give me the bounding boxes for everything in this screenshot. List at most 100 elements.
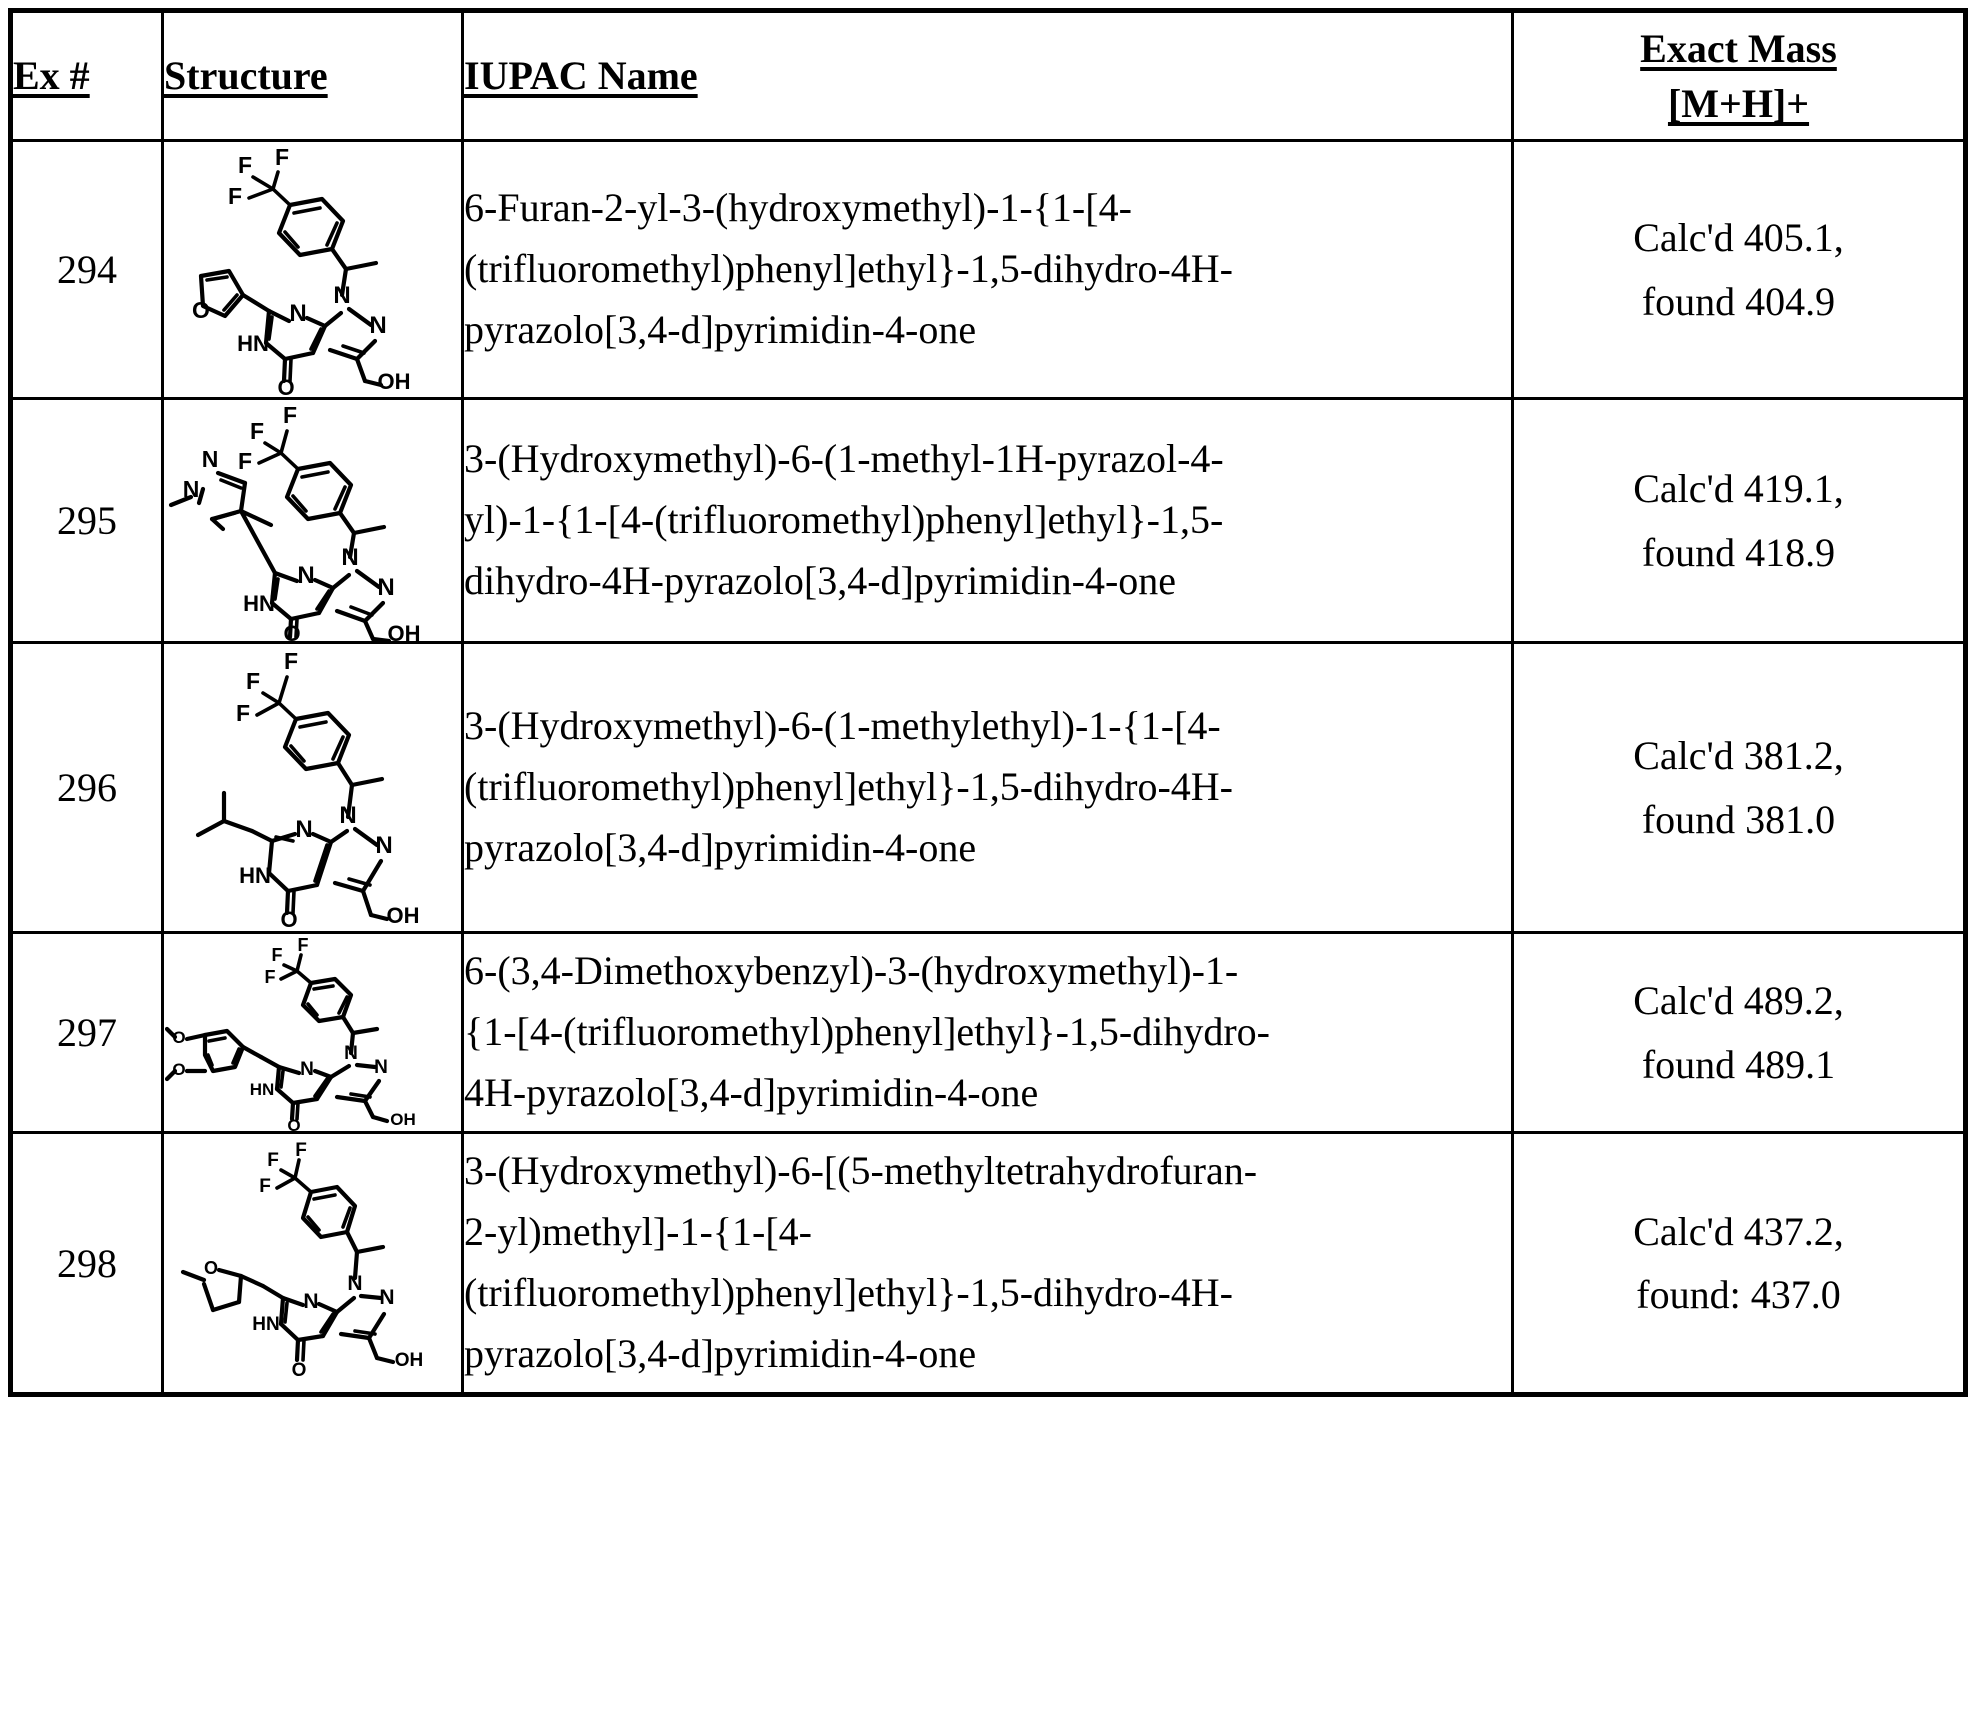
mass-found: found: 437.0 — [1636, 1272, 1841, 1317]
column-header-ex-label: Ex # — [13, 53, 90, 99]
atom-label-n: N — [369, 312, 386, 339]
iupac-name-cell: 3-(Hydroxymethyl)-6-[(5-methyltetrahydro… — [461, 1131, 1514, 1396]
atom-label-f: F — [237, 448, 251, 474]
atom-label-f: F — [297, 935, 308, 955]
mass-found: found 404.9 — [1641, 278, 1836, 324]
chemical-structure-297: F F F — [165, 935, 416, 1131]
exact-mass-cell: Calc'd 419.1, found 418.9 — [1511, 397, 1967, 644]
chemical-structure-295: F F F — [168, 402, 420, 641]
atom-label-oh: OH — [390, 1110, 416, 1129]
iupac-line: (trifluoromethyl)phenyl]ethyl}-1,5-dihyd… — [464, 764, 1234, 810]
iupac-name-cell: 3-(Hydroxymethyl)-6-(1-methylethyl)-1-{1… — [461, 641, 1514, 934]
atom-label-f: F — [245, 668, 259, 694]
atom-label-hn: HN — [243, 591, 275, 616]
table-row: 296 F F F — [9, 641, 1967, 934]
table-row: 295 F F F — [9, 397, 1967, 644]
atom-label-n: N — [341, 544, 358, 571]
examples-table: Ex # Structure IUPAC Name Exact Mass [M+… — [8, 8, 1968, 1397]
iupac-line: 2-yl)methyl]-1-{1-[4- — [464, 1209, 812, 1255]
iupac-line: yl)-1-{1-[4-(trifluoromethyl)phenyl]ethy… — [464, 497, 1224, 543]
column-header-iupac-label: IUPAC Name — [464, 53, 698, 99]
table-header: Ex # Structure IUPAC Name Exact Mass [M+… — [9, 9, 1967, 142]
iupac-line: pyrazolo[3,4-d]pyrimidin-4-one — [464, 1330, 977, 1376]
atom-label-o: O — [203, 1258, 217, 1278]
exact-mass-cell: Calc'd 437.2, found: 437.0 — [1511, 1131, 1967, 1396]
example-number-cell: 297 — [9, 931, 164, 1134]
atom-label-f: F — [271, 945, 282, 965]
atom-label-f: F — [295, 1140, 307, 1161]
atom-label-n: N — [289, 300, 306, 327]
atom-label-f: F — [259, 1176, 271, 1197]
atom-label-f: F — [235, 700, 249, 726]
chemical-structure-296: F F F — [195, 648, 419, 930]
exact-mass-cell: Calc'd 489.2, found 489.1 — [1511, 931, 1967, 1134]
iupac-line: 3-(Hydroxymethyl)-6-(1-methylethyl)-1-{1… — [464, 703, 1221, 749]
iupac-line: 6-(3,4-Dimethoxybenzyl)-3-(hydroxymethyl… — [464, 948, 1239, 994]
atom-label-oh: OH — [386, 903, 419, 928]
atom-label-n: N — [379, 1286, 394, 1309]
mass-calculated: Calc'd 489.2, — [1633, 978, 1844, 1024]
header-row: Ex # Structure IUPAC Name Exact Mass [M+… — [9, 9, 1967, 142]
atom-label-f: F — [237, 152, 251, 178]
structure-cell: F F F — [161, 931, 464, 1134]
iupac-line: {1-[4-(trifluoromethyl)phenyl]ethyl}-1,5… — [464, 1009, 1270, 1055]
atom-label-n: N — [300, 1059, 314, 1080]
structure-cell: F F F — [161, 1131, 464, 1396]
iupac-line: (trifluoromethyl)phenyl]ethyl}-1,5-dihyd… — [464, 246, 1234, 292]
chemical-structure-294: F F F — [192, 144, 410, 396]
atom-label-oh: OH — [387, 621, 420, 641]
atom-label-hn: HN — [249, 1080, 274, 1099]
mass-calculated: Calc'd 419.1, — [1633, 466, 1844, 512]
atom-label-o: O — [283, 621, 300, 641]
atom-label-f: F — [282, 402, 296, 428]
atom-label-n: N — [182, 476, 199, 502]
column-header-structure-label: Structure — [164, 53, 328, 99]
atom-label-n: N — [201, 446, 218, 472]
atom-label-n: N — [295, 816, 312, 843]
table-row: 294 F F F — [9, 139, 1967, 400]
iupac-line: pyrazolo[3,4-d]pyrimidin-4-one — [464, 824, 977, 870]
structure-cell: F F F — [161, 397, 464, 644]
atom-label-f: F — [274, 144, 288, 170]
structure-cell: F F F — [161, 641, 464, 934]
mass-calculated: Calc'd 405.1, — [1633, 215, 1844, 261]
atom-label-hn: HN — [239, 863, 271, 888]
exact-mass-cell: Calc'd 381.2, found 381.0 — [1511, 641, 1967, 934]
mass-found: found 418.9 — [1641, 529, 1836, 575]
atom-label-f: F — [283, 648, 297, 674]
column-header-ex: Ex # — [9, 9, 164, 142]
iupac-line: pyrazolo[3,4-d]pyrimidin-4-one — [464, 306, 977, 352]
exact-mass-cell: Calc'd 405.1, found 404.9 — [1511, 139, 1967, 400]
iupac-name-cell: 3-(Hydroxymethyl)-6-(1-methyl-1H-pyrazol… — [461, 397, 1514, 644]
atom-label-o: O — [172, 1028, 185, 1047]
iupac-name-cell: 6-Furan-2-yl-3-(hydroxymethyl)-1-{1-[4- … — [461, 139, 1514, 400]
iupac-name-cell: 6-(3,4-Dimethoxybenzyl)-3-(hydroxymethyl… — [461, 931, 1514, 1134]
iupac-line: 3-(Hydroxymethyl)-6-[(5-methyltetrahydro… — [464, 1148, 1258, 1194]
atom-label-f: F — [249, 418, 263, 444]
atom-label-n: N — [375, 832, 392, 859]
atom-label-hn: HN — [237, 331, 269, 356]
mass-calculated: Calc'd 437.2, — [1633, 1208, 1844, 1254]
atom-label-f: F — [267, 1150, 279, 1171]
column-header-structure: Structure — [161, 9, 464, 142]
atom-label-f: F — [227, 183, 241, 209]
atom-label-oh: OH — [394, 1350, 423, 1371]
column-header-adduct-label: [M+H]+ — [1667, 81, 1810, 126]
column-header-exact-mass: Exact Mass [M+H]+ — [1511, 9, 1967, 142]
atom-label-o: O — [287, 1116, 300, 1131]
patent-table-page: Ex # Structure IUPAC Name Exact Mass [M+… — [0, 8, 1973, 1728]
atom-label-n: N — [347, 1272, 362, 1295]
example-number-cell: 296 — [9, 641, 164, 934]
atom-label-n: N — [344, 1043, 358, 1064]
structure-cell: F F F — [161, 139, 464, 400]
atom-label-o: O — [172, 1060, 185, 1079]
mass-found: found 489.1 — [1641, 1041, 1836, 1087]
table-body: 294 F F F — [9, 139, 1967, 1396]
column-header-iupac: IUPAC Name — [461, 9, 1514, 142]
table-row: 297 F F F — [9, 931, 1967, 1134]
atom-label-n: N — [377, 574, 394, 601]
atom-label-n: N — [374, 1057, 388, 1078]
example-number-cell: 298 — [9, 1131, 164, 1396]
atom-label-n: N — [297, 562, 314, 589]
mass-found: found 381.0 — [1641, 796, 1836, 842]
